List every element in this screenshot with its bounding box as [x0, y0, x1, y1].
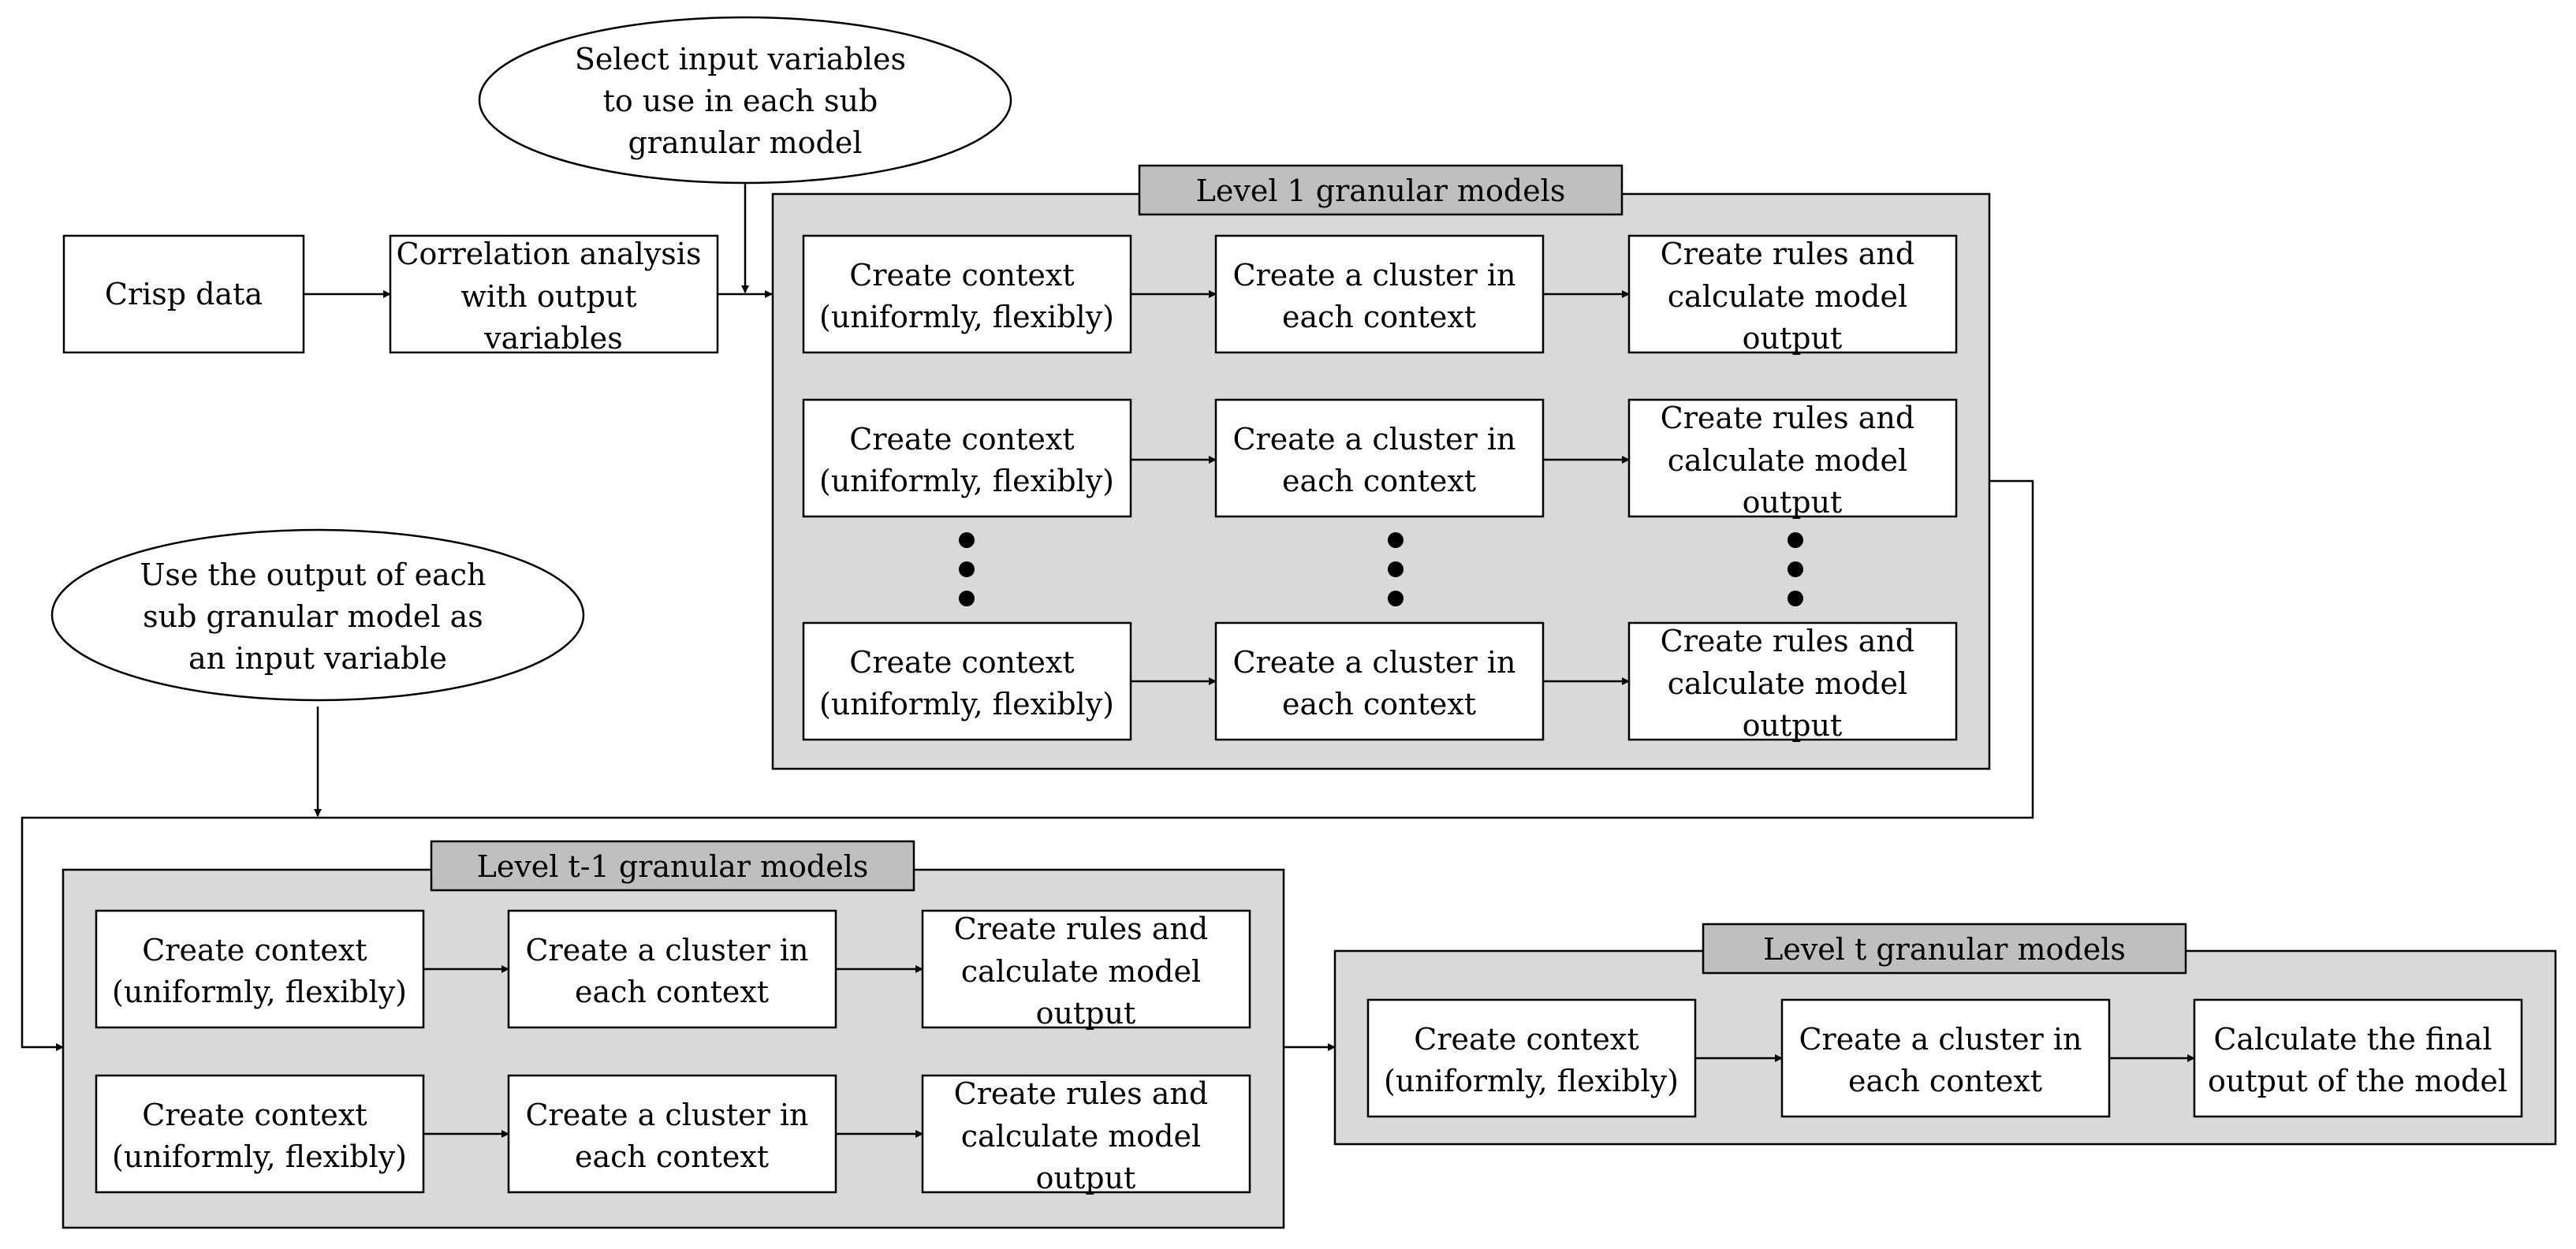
l1-r3-rules-box	[1627, 621, 1958, 741]
lt1-r2-cluster-box	[507, 1074, 837, 1194]
lt-cluster-text: Create a cluster in each context	[1799, 1022, 2091, 1098]
level-t-panel: Level t granular models Create context (…	[1333, 923, 2557, 1146]
level-t-1-title: Level t-1 granular models	[477, 849, 869, 884]
l1-dot-col1-b	[959, 561, 975, 577]
lt1-r1-rules-text: Create rules and calculate model output	[954, 912, 1218, 1031]
lt-context-box	[1366, 998, 1697, 1118]
crisp-data-label: Crisp data	[105, 277, 263, 311]
l1-dot-col3-a	[1788, 532, 1803, 548]
connector-level1-to-lower	[21, 479, 2034, 1051]
lt1-r2-cluster-text: Create a cluster in each context	[525, 1098, 818, 1174]
level-t-title-box	[1702, 923, 2187, 975]
lt1-r1-rules-box	[921, 909, 1251, 1029]
use-output-text: Use the output of each sub granular mode…	[140, 557, 495, 676]
l1-r3-cluster-text: Create a cluster in each context	[1232, 645, 1525, 721]
l1-r1-rules-text: Create rules and calculate model output	[1661, 237, 1925, 356]
level-t-1-title-box	[430, 840, 915, 892]
select-input-variables-note	[478, 16, 1012, 185]
lt1-r1-context-box	[95, 909, 425, 1029]
level-1-title-box	[1138, 164, 1624, 216]
l1-r3-context-text: Create context (uniformly, flexibly)	[819, 645, 1114, 721]
connectors	[21, 183, 2034, 1051]
l1-dot-col3-b	[1788, 561, 1803, 577]
lt-final-output-box	[2193, 998, 2523, 1118]
level-t-1-panel: Level t-1 granular models Create context…	[62, 840, 1285, 1229]
l1-dot-col2-b	[1388, 561, 1404, 577]
l1-dot-col1-a	[959, 532, 975, 548]
l1-r1-context-text: Create context (uniformly, flexibly)	[819, 258, 1114, 334]
lt1-r2-context-box	[95, 1074, 425, 1194]
l1-r2-context-text: Create context (uniformly, flexibly)	[819, 422, 1114, 498]
lt-final-output-text: Calculate the final output of the model	[2208, 1022, 2507, 1098]
level-t-title: Level t granular models	[1763, 932, 2126, 967]
l1-r3-cluster-box	[1214, 621, 1545, 741]
l1-dot-col3-c	[1788, 591, 1803, 606]
level-1-panel: Level 1 granular models Create context (…	[771, 164, 1991, 770]
l1-r1-rules-box	[1627, 234, 1958, 354]
l1-r1-context-box	[802, 234, 1132, 354]
lt1-r1-cluster-box	[507, 909, 837, 1029]
correlation-analysis-box	[389, 234, 719, 354]
lt-cluster-box	[1780, 998, 2111, 1118]
use-output-note	[50, 528, 585, 702]
l1-r2-rules-text: Create rules and calculate model output	[1661, 401, 1925, 520]
correlation-analysis-label: Correlation analysis with output variabl…	[396, 237, 710, 356]
l1-r1-cluster-text: Create a cluster in each context	[1232, 258, 1525, 334]
l1-r2-cluster-box	[1214, 398, 1545, 518]
l1-dot-col1-c	[959, 591, 975, 606]
l1-dot-col2-a	[1388, 532, 1404, 548]
lt1-r2-rules-text: Create rules and calculate model output	[954, 1076, 1218, 1195]
lt1-r1-cluster-text: Create a cluster in each context	[525, 933, 818, 1009]
l1-r2-cluster-text: Create a cluster in each context	[1232, 422, 1525, 498]
l1-r2-context-box	[802, 398, 1132, 518]
lt1-r2-rules-box	[921, 1074, 1251, 1194]
l1-dot-col2-c	[1388, 591, 1404, 606]
crisp-data-box	[62, 234, 305, 354]
select-input-variables-text: Select input variables to use in each su…	[575, 42, 915, 160]
l1-r3-rules-text: Create rules and calculate model output	[1661, 624, 1925, 743]
l1-r1-cluster-box	[1214, 234, 1545, 354]
lt-context-text: Create context (uniformly, flexibly)	[1384, 1022, 1679, 1098]
lt1-r2-context-text: Create context (uniformly, flexibly)	[112, 1098, 407, 1174]
lt1-r1-context-text: Create context (uniformly, flexibly)	[112, 933, 407, 1009]
l1-r2-rules-box	[1627, 398, 1958, 518]
level-1-title: Level 1 granular models	[1196, 173, 1566, 208]
l1-r3-context-box	[802, 621, 1132, 741]
